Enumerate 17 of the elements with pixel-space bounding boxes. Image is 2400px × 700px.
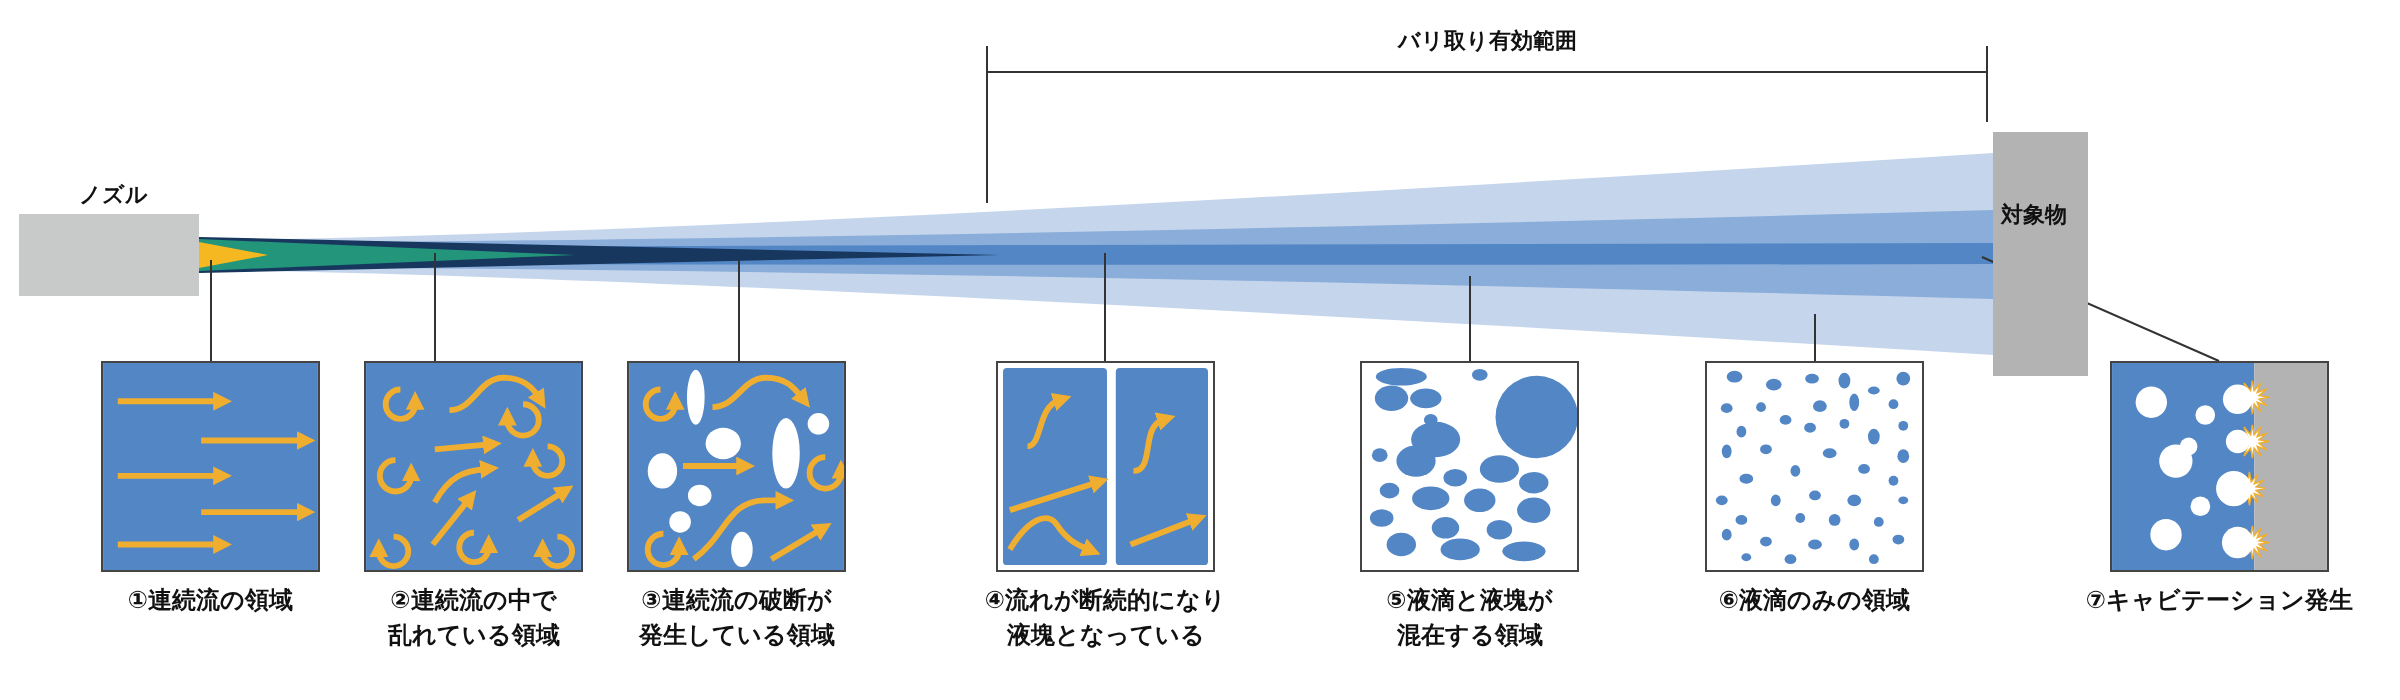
leader-line bbox=[210, 259, 212, 362]
leader-line bbox=[738, 259, 740, 362]
leader-line bbox=[1104, 252, 1106, 362]
region-caption: ⑥液滴のみの領域 bbox=[1717, 585, 1912, 616]
region-caption: ④流れが断続的になり液塊となっている bbox=[983, 585, 1228, 651]
region-caption: ①連続流の領域 bbox=[126, 585, 295, 616]
target-label: 対象物 bbox=[2001, 201, 2067, 229]
region-caption: ⑤液滴と液塊が混在する領域 bbox=[1385, 585, 1554, 651]
region-caption: ⑦キャビテーション発生 bbox=[2084, 585, 2355, 616]
dimension-label: バリ取り有効範囲 bbox=[1397, 27, 1577, 55]
leader-line bbox=[1814, 313, 1816, 362]
target-object-block bbox=[1993, 132, 2088, 376]
leader-line bbox=[434, 252, 436, 362]
nozzle-label: ノズル bbox=[79, 181, 148, 209]
leader-line bbox=[1469, 275, 1471, 362]
region-caption: ②連続流の中で乱れている領域 bbox=[386, 585, 561, 651]
region-caption: ③連続流の破断が発生している領域 bbox=[637, 585, 836, 651]
